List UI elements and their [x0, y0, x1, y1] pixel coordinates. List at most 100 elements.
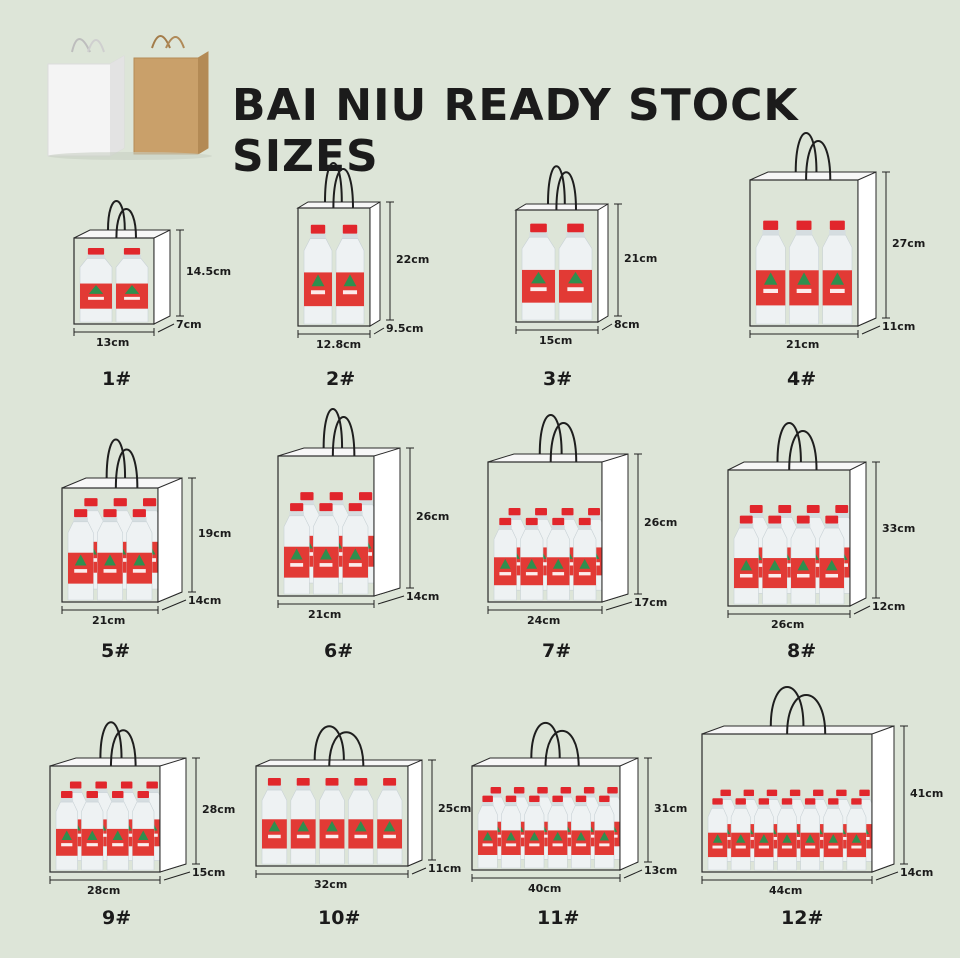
handle-front: [786, 694, 827, 735]
bag-depth-label: 14cm: [188, 594, 222, 607]
bag-illustration: [471, 721, 652, 882]
bag-height-label: 41cm: [910, 787, 944, 800]
bottle: [283, 503, 310, 595]
bag-height-label: 26cm: [644, 516, 678, 529]
bottle: [501, 795, 521, 869]
bag-size-5: 21cm 19cm 14cm: [22, 428, 262, 642]
bag-width-label: 40cm: [528, 882, 562, 895]
bag-width-label: 26cm: [771, 618, 805, 631]
bag-illustration: [61, 438, 196, 614]
bag-number-label: 6#: [324, 640, 354, 662]
bottle: [755, 220, 786, 325]
handle-back: [99, 721, 123, 759]
bag-number-label: 7#: [542, 640, 572, 662]
bottles: [261, 778, 403, 865]
handle-front: [331, 416, 356, 457]
bottles: [303, 224, 365, 325]
bag-illustration: [296, 162, 394, 338]
bag-illustration: [514, 165, 622, 334]
bottle: [800, 798, 821, 871]
bottle: [777, 798, 797, 871]
bag-illustration: [749, 132, 890, 338]
bottle: [819, 515, 845, 605]
bottle: [846, 798, 867, 871]
bottle: [132, 790, 155, 871]
bottle: [348, 778, 374, 865]
bottle: [477, 795, 498, 869]
handle-back: [313, 725, 345, 761]
bottle: [55, 790, 78, 871]
bag-illustration: [49, 721, 200, 884]
bag-depth-label: 12cm: [872, 600, 906, 613]
handle-front: [549, 422, 578, 463]
bag-number-label: 9#: [102, 907, 132, 929]
bag-width-label: 21cm: [786, 338, 820, 351]
bottle: [313, 503, 339, 595]
bottle: [79, 248, 113, 323]
bottle: [558, 223, 593, 321]
bottle: [573, 517, 597, 601]
bottle: [520, 517, 544, 601]
bottle: [733, 515, 759, 605]
bag-depth-label: 15cm: [192, 866, 226, 879]
handle-front: [114, 448, 139, 489]
bottle: [115, 248, 149, 323]
bag-number-label: 5#: [101, 640, 131, 662]
bottles: [733, 505, 855, 605]
bottle: [376, 778, 403, 865]
bottle: [319, 778, 345, 865]
bottles: [283, 492, 379, 595]
handle-back: [530, 721, 561, 759]
handle-front: [332, 168, 354, 209]
bottle: [762, 515, 788, 605]
bag-width-label: 12.8cm: [316, 338, 362, 351]
bag-number-label: 4#: [787, 368, 817, 390]
bottle: [126, 509, 153, 601]
bottle: [707, 798, 728, 871]
bag-width-label: 21cm: [92, 614, 126, 627]
bag-number-label: 12#: [781, 907, 824, 929]
bottles: [55, 781, 164, 871]
bag-height-label: 21cm: [624, 252, 658, 265]
bottle: [790, 515, 816, 605]
bag-illustration: [73, 199, 184, 336]
handle-front: [544, 729, 580, 767]
bag-number-label: 1#: [102, 368, 132, 390]
bottles: [79, 248, 149, 323]
bottle: [261, 778, 288, 865]
bottle: [571, 795, 591, 869]
bag-number-label: 8#: [787, 640, 817, 662]
bag-height-label: 31cm: [654, 802, 688, 815]
page-title: BAI NIU READY STOCK SIZES: [232, 80, 799, 182]
bag-height-label: 19cm: [198, 527, 232, 540]
bag-illustration: [701, 686, 908, 884]
handle-back: [322, 408, 344, 449]
handle-back: [107, 199, 126, 231]
bag-depth-label: 14cm: [406, 590, 440, 603]
bag-height-label: 27cm: [892, 237, 926, 250]
bag-width-label: 21cm: [308, 608, 342, 621]
handle-back: [776, 422, 802, 463]
bottle: [730, 798, 751, 871]
handle-back: [794, 132, 818, 173]
hero-bags-illustration: [47, 35, 212, 160]
bag-width-label: 15cm: [539, 334, 573, 347]
bag-height-label: 28cm: [202, 803, 236, 816]
bag-height-label: 25cm: [438, 802, 472, 815]
handle-front: [555, 171, 577, 211]
bottles: [707, 789, 875, 871]
bag-height-label: 14.5cm: [186, 265, 232, 278]
bag-number-label: 2#: [326, 368, 356, 390]
bottle: [521, 223, 556, 321]
bag-depth-label: 11cm: [882, 320, 916, 333]
bag-width-label: 32cm: [314, 878, 348, 891]
bottle: [823, 798, 844, 871]
hero-bags-image: [40, 30, 220, 160]
bottles: [493, 507, 606, 601]
